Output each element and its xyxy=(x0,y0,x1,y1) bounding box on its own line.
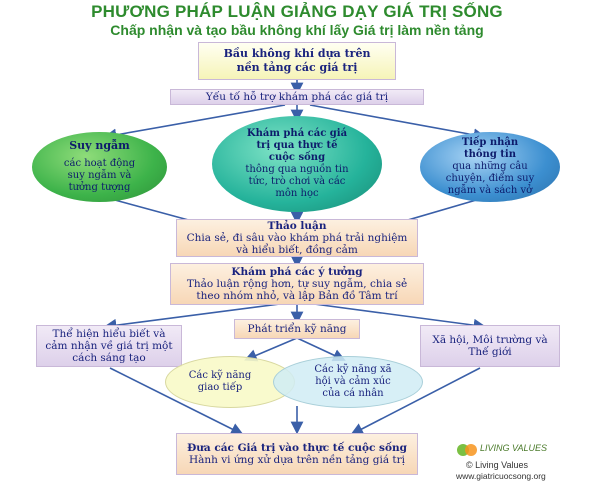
arrow-skills-to-ellipse-left xyxy=(244,337,298,362)
reflection-title: Suy ngẫm xyxy=(69,139,130,152)
page-subtitle: Chấp nhận và tạo bầu không khí lấy Giá t… xyxy=(110,22,484,38)
apply-values-box: Đưa các Giá trị vào thực tế cuộc sống Hà… xyxy=(176,433,418,475)
top-box: Bầu không khí dựa trên nền tảng các giá … xyxy=(198,42,396,80)
skills-label: Phát triển kỹ năng xyxy=(247,323,347,335)
communication-skills-label: Các kỹ năng giao tiếp xyxy=(188,370,252,393)
arrow-left-to-bottom xyxy=(109,367,244,435)
receive-info-circle: Tiếp nhận thông tin qua những câu chuyện… xyxy=(420,132,560,202)
support-box-label: Yếu tố hỗ trợ khám phá các giá trị xyxy=(205,91,389,103)
creative-expression-box: Thể hiện hiểu biết và cảm nhận về giá tr… xyxy=(36,325,182,367)
support-box: Yếu tố hỗ trợ khám phá các giá trị xyxy=(170,89,424,105)
top-box-line2: nền tảng các giá trị xyxy=(236,61,358,74)
arrow-ideas-to-left xyxy=(103,303,281,332)
creative-expression-label: Thể hiện hiểu biết và cảm nhận về giá tr… xyxy=(45,328,173,364)
logo-icon xyxy=(457,444,477,456)
logo-copyright: © Living Values xyxy=(466,460,528,470)
ideas-body: Thảo luận rộng hơn, tự suy ngẫm, chia sẻ… xyxy=(186,278,408,302)
receive-info-title: Tiếp nhận thông tin xyxy=(461,137,519,160)
arrow-skills-to-ellipse-right xyxy=(296,337,346,362)
explore-circle: Khám phá các giá trị qua thực tế cuộc số… xyxy=(212,116,382,212)
discussion-box: Thảo luận Chia sẻ, đi sâu vào khám phá t… xyxy=(176,219,418,257)
ideas-title: Khám phá các ý tưởng xyxy=(231,266,363,278)
social-emotional-skills-label: Các kỹ năng xã hội và cảm xúc của cá nhâ… xyxy=(314,364,392,399)
discussion-body: Chia sẻ, đi sâu vào khám phá trải nghiệm… xyxy=(186,232,408,256)
arrow-support-to-left xyxy=(103,104,286,142)
explore-body: thông qua nguồn tin tức, trò chơi và các… xyxy=(245,164,349,199)
living-values-logo: LIVING VALUES © Living Values www.giatri… xyxy=(456,440,576,484)
ideas-box: Khám phá các ý tưởng Thảo luận rộng hơn,… xyxy=(170,263,424,305)
social-emotional-skills-ellipse: Các kỹ năng xã hội và cảm xúc của cá nhâ… xyxy=(273,356,423,408)
discussion-title: Thảo luận xyxy=(267,220,327,232)
apply-values-title: Đưa các Giá trị vào thực tế cuộc sống xyxy=(187,442,407,454)
reflection-circle: Suy ngẫm các hoạt động suy ngẫm và tưởng… xyxy=(32,132,167,202)
page-title: PHƯƠNG PHÁP LUẬN GIẢNG DẠY GIÁ TRỊ SỐNG xyxy=(91,2,503,21)
society-label: Xã hội, Môi trường và Thế giới xyxy=(432,334,548,358)
apply-values-body: Hành vi ứng xử dựa trên nền tảng giá trị xyxy=(188,454,406,466)
reflection-body: các hoạt động suy ngẫm và tưởng tượng xyxy=(63,158,136,193)
arrow-ideas-to-right xyxy=(313,303,487,332)
society-box: Xã hội, Môi trường và Thế giới xyxy=(420,325,560,367)
explore-title: Khám phá các giá trị qua thực tế cuộc số… xyxy=(246,128,348,163)
top-box-line1: Bầu không khí dựa trên xyxy=(223,47,371,60)
arrow-support-to-right xyxy=(309,104,487,142)
logo-brand: LIVING VALUES xyxy=(480,443,548,453)
skills-box: Phát triển kỹ năng xyxy=(234,319,360,339)
receive-info-body: qua những câu chuyện, điểm suy ngẫm và s… xyxy=(445,161,535,196)
logo-url: www.giatricuocsong.org xyxy=(456,471,546,481)
arrow-right-to-bottom xyxy=(350,367,481,435)
